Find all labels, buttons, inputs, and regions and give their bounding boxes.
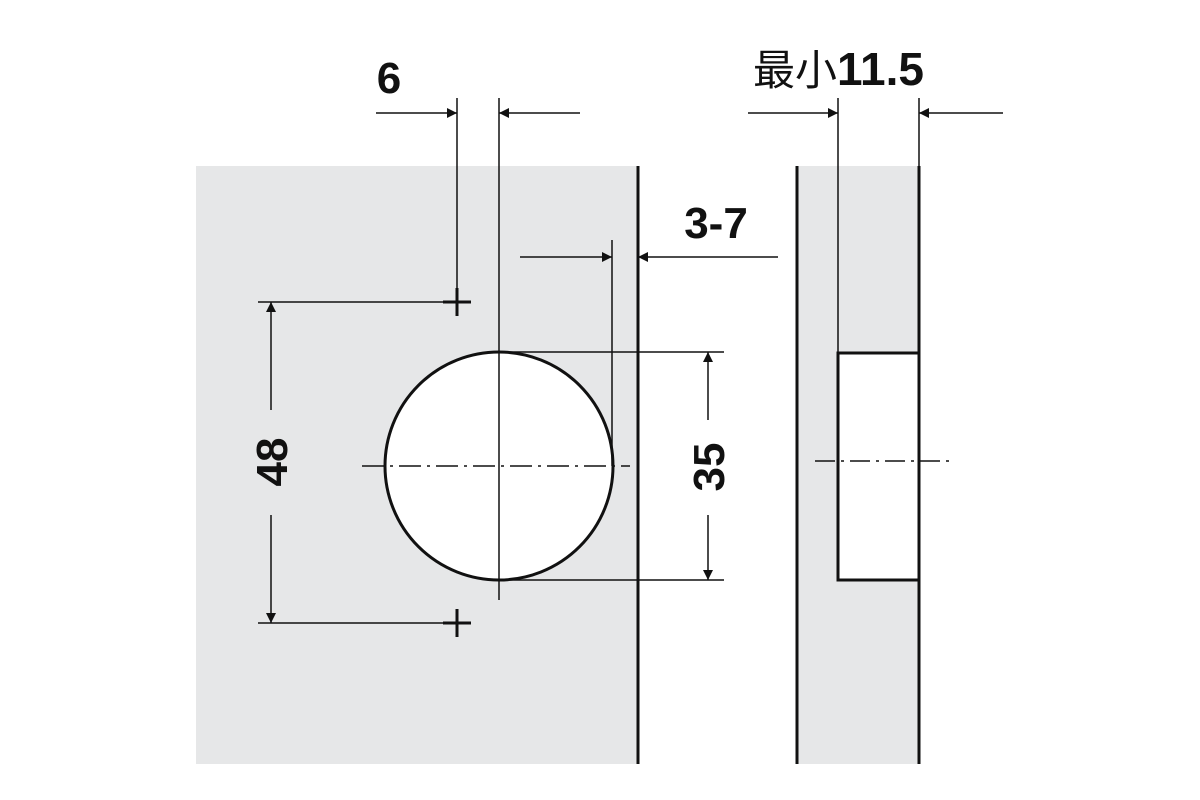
dim-3-7-label: 3-7: [684, 199, 748, 248]
dim-11-5-value: 11.5: [837, 43, 924, 95]
dimension-35: 35: [499, 351, 734, 581]
side-panel: [795, 166, 952, 764]
dimension-48: 48: [248, 301, 443, 624]
dim-11-5-label: 最小11.5: [753, 43, 924, 95]
dimension-3-7: 3-7: [520, 199, 778, 466]
dimension-min-11-5: 最小11.5: [748, 43, 1003, 353]
dim-11-5-prefix: 最小: [753, 46, 837, 95]
dim-35-label: 35: [685, 443, 734, 492]
dimension-6: 6: [376, 54, 580, 302]
cup-recess-section: [836, 351, 921, 582]
cup-hole: [362, 98, 630, 600]
dim-48-label: 48: [248, 438, 297, 487]
dim-6-label: 6: [377, 54, 401, 103]
